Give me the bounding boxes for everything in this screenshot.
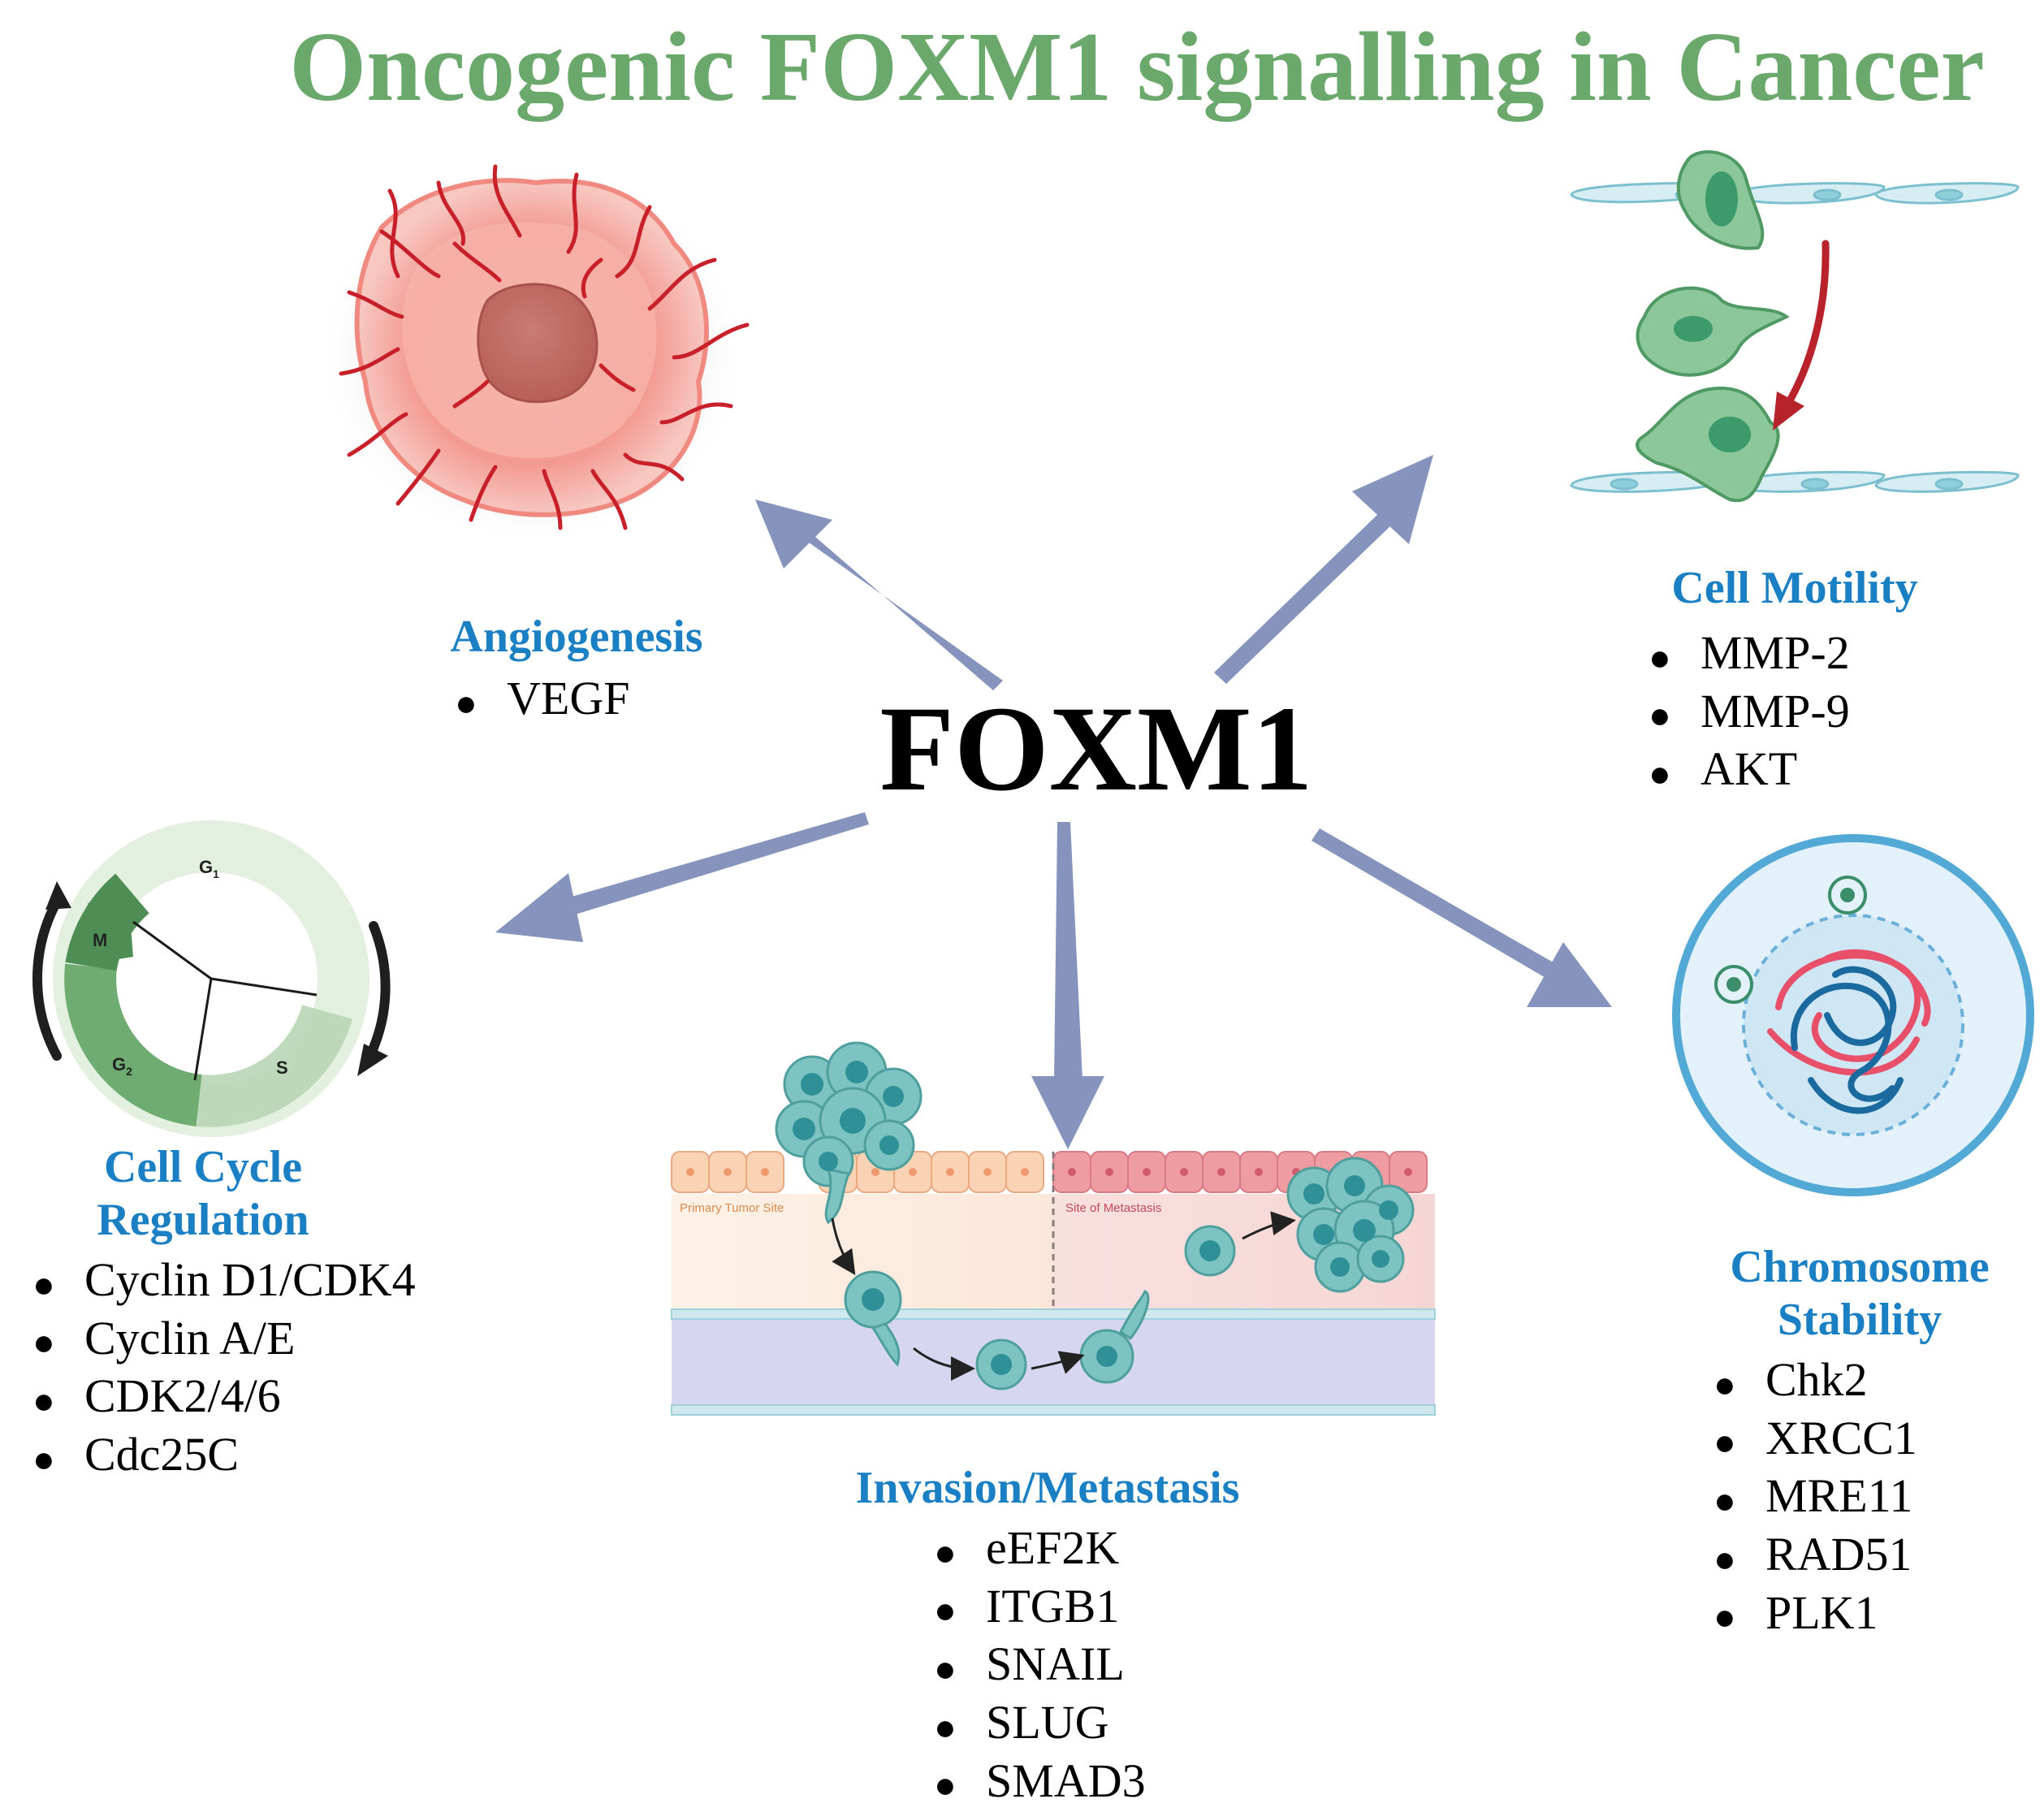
list-item: ●MMP-9: [1649, 684, 1850, 737]
motile-cell-3: [1636, 387, 1780, 503]
list-item: ●Cyclin A/E: [32, 1311, 296, 1364]
cell-cycle-block: Cell Cycle Regulation ●Cyclin D1/CDK4 ●C…: [16, 1141, 439, 1486]
top-endothelium: [1570, 182, 2020, 205]
invasion-block: Invasion/Metastasis ●eEF2K ●ITGB1 ●SNAIL…: [845, 1462, 1251, 1812]
chromosome-block: Chromosome Stability ●Chk2 ●XRCC1 ●MRE11…: [1689, 1241, 2030, 1644]
arrow-to-chromosome: [1312, 828, 1612, 1007]
metastasis-path-arrows: [831, 1211, 1296, 1381]
cell-motility-block: Cell Motility ●MMP-2 ●MMP-9 ●AKT: [1624, 562, 1965, 801]
cell-motility-illustration: [1570, 150, 2020, 503]
list-item: ●SMAD3: [934, 1754, 1146, 1807]
cell-cycle-heading: Cell Cycle Regulation: [97, 1142, 309, 1245]
list-item: ●Cyclin D1/CDK4: [32, 1252, 416, 1306]
migration-arrow: [1783, 240, 1830, 410]
list-item: ●XRCC1: [1713, 1411, 1917, 1464]
list-item: ●PLK1: [1713, 1585, 1878, 1639]
angiogenesis-heading: Angiogenesis: [450, 612, 703, 662]
arrow-to-invasion: [1031, 822, 1104, 1149]
invasion-metastasis-illustration: Primary Tumor Site Site of Metastasis: [671, 1041, 1436, 1416]
angiogenesis-list: ●VEGF: [455, 672, 731, 730]
invasion-heading: Invasion/Metastasis: [855, 1463, 1240, 1513]
list-item: ●RAD51: [1713, 1527, 1912, 1581]
bottom-endothelium: [1570, 470, 2020, 493]
figure-title: Oncogenic FOXM1 signalling in Cancer: [289, 12, 1985, 122]
list-item: ●AKT: [1649, 742, 1798, 796]
cycle-arrow-right: [369, 921, 391, 1053]
list-item: ●VEGF: [455, 671, 630, 724]
arrow-to-cell-cycle: [495, 812, 869, 942]
list-item: ●CDK2/4/6: [32, 1369, 281, 1423]
chromosome-heading: Chromosome Stability: [1730, 1242, 1990, 1345]
phase-s-label: S: [276, 1057, 288, 1078]
foxm1-hub-label: FOXM1: [879, 681, 1313, 816]
cell-cycle-list: ●Cyclin D1/CDK4 ●Cyclin A/E ●CDK2/4/6 ●C…: [32, 1253, 439, 1486]
list-item: ●MRE11: [1713, 1469, 1913, 1523]
blood-vessels: [339, 164, 750, 530]
angiogenesis-block: Angiogenesis ●VEGF: [422, 611, 731, 730]
list-item: ●Cdc25C: [32, 1427, 240, 1481]
list-item: ●SNAIL: [934, 1637, 1125, 1691]
tumor-illustration: [317, 162, 750, 544]
list-item: ●Chk2: [1713, 1352, 1868, 1406]
phase-m-label: M: [93, 930, 107, 950]
metastasis-site-label: Site of Metastasis: [1065, 1201, 1161, 1215]
arrow-to-angiogenesis: [755, 499, 1003, 690]
list-item: ●ITGB1: [934, 1579, 1120, 1633]
cell-motility-list: ●MMP-2 ●MMP-9 ●AKT: [1649, 626, 1965, 801]
invasion-list: ●eEF2K ●ITGB1 ●SNAIL ●SLUG ●SMAD3: [934, 1521, 1251, 1812]
cell-cycle-wheel: [32, 820, 391, 1137]
m-phase-block: [88, 895, 133, 962]
chromosome-list: ●Chk2 ●XRCC1 ●MRE11 ●RAD51 ●PLK1: [1713, 1353, 2030, 1644]
chromosome-nucleus-illustration: [1672, 834, 2034, 1196]
cycle-arrow-left: [32, 897, 62, 1061]
list-item: ●eEF2K: [934, 1520, 1120, 1574]
primary-site-label: Primary Tumor Site: [680, 1201, 784, 1215]
cell-motility-heading: Cell Motility: [1671, 563, 1918, 613]
arrow-to-cell-motility: [1214, 455, 1433, 684]
list-item: ●SLUG: [934, 1696, 1109, 1749]
phase-g1-label: G1: [199, 857, 219, 880]
chromatin-bodies: [1714, 876, 1867, 1004]
list-item: ●MMP-2: [1649, 625, 1850, 679]
phase-g2-label: G2: [112, 1054, 132, 1078]
